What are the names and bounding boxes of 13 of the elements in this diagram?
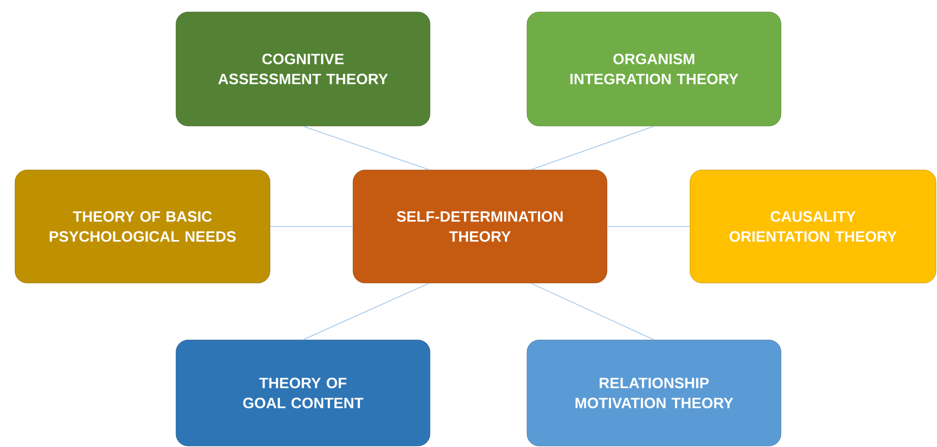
connector-line bbox=[302, 126, 430, 170]
connector-line bbox=[270, 226, 354, 227]
connector-line bbox=[530, 282, 654, 340]
connector-line bbox=[606, 226, 690, 227]
theory-box: THEORY OF BASIC PSYCHOLOGICAL NEEDS bbox=[14, 170, 270, 284]
theory-box: CAUSALITY ORIENTATION THEORY bbox=[690, 170, 936, 284]
connector-line bbox=[302, 282, 430, 340]
theory-box: ORGANISM INTEGRATION THEORY bbox=[526, 12, 782, 126]
theory-box: COGNITIVE ASSESSMENT THEORY bbox=[176, 12, 430, 126]
theory-box: SELF-DETERMINATION THEORY bbox=[352, 170, 608, 284]
connector-line bbox=[530, 126, 654, 170]
theory-box: RELATIONSHIP MOTIVATION THEORY bbox=[526, 340, 782, 446]
theory-box: THEORY OF GOAL CONTENT bbox=[176, 340, 430, 446]
